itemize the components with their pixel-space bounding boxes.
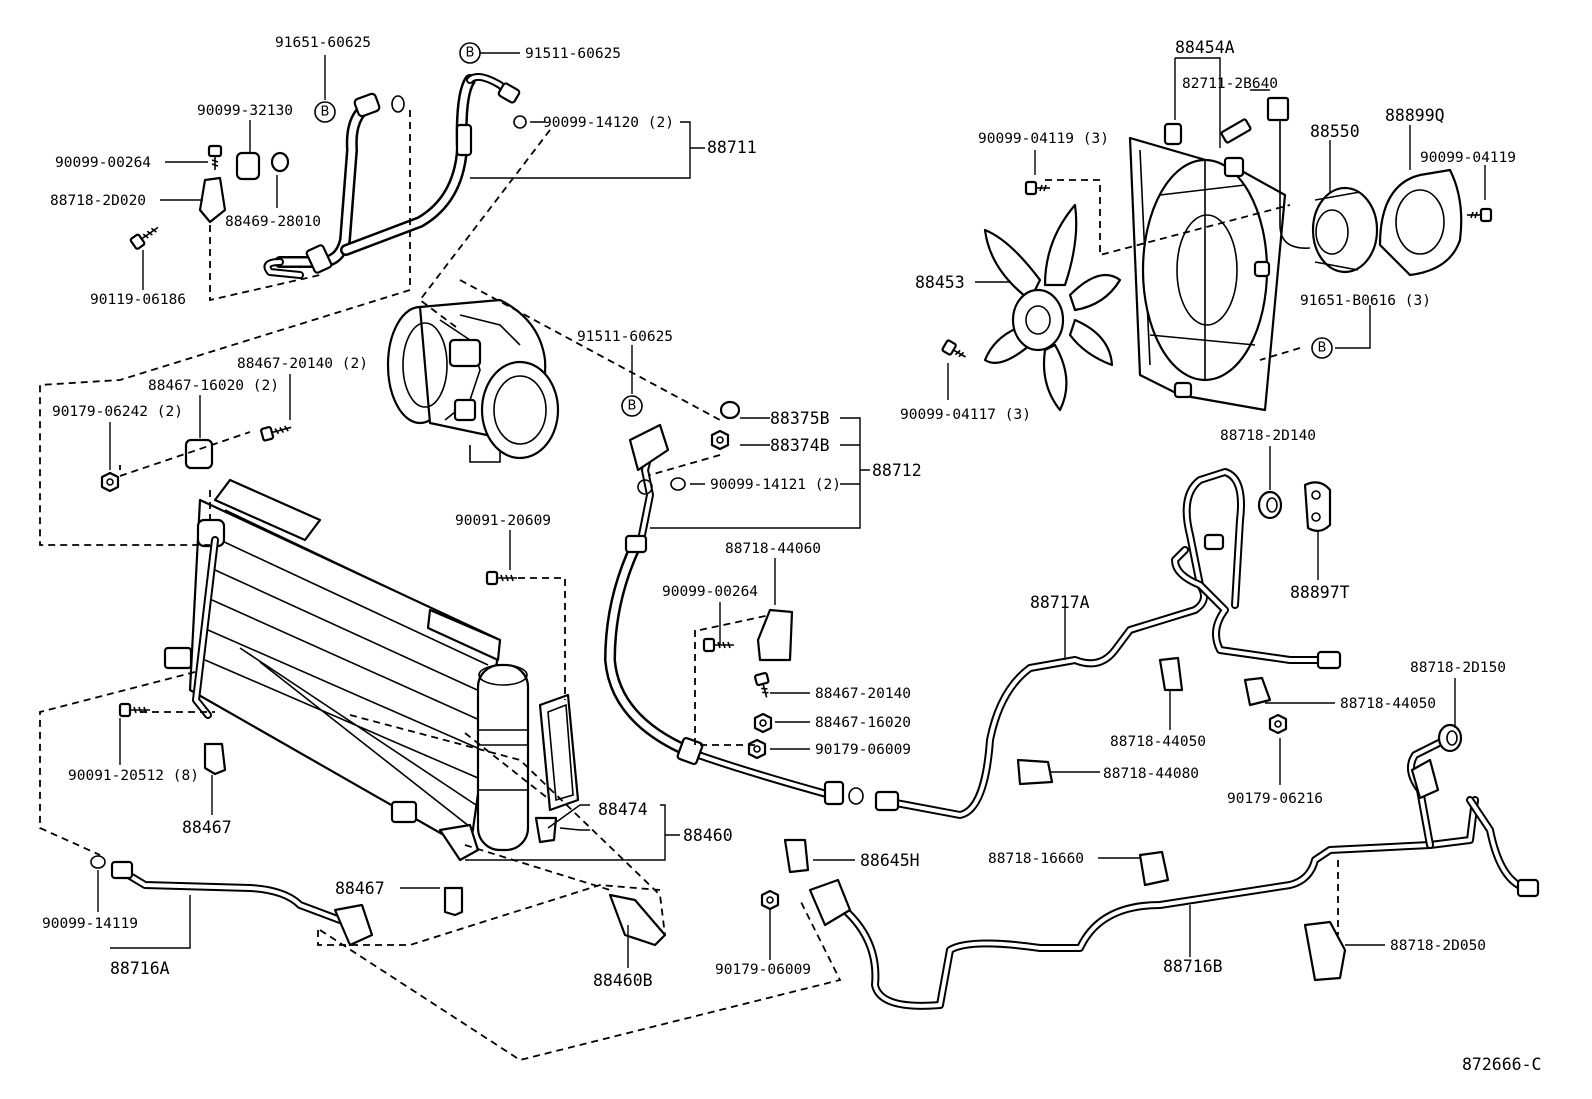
label-91511-60625-top: 91511-60625 (525, 46, 621, 62)
label-90091-20609: 90091-20609 (455, 513, 551, 529)
marker-b-4: B (1311, 337, 1333, 359)
label-88645H: 88645H (860, 851, 920, 870)
label-90099-32130: 90099-32130 (197, 103, 293, 119)
marker-b-1: B (314, 101, 336, 123)
label-91651-B0616: 91651-B0616 (3) (1300, 293, 1431, 309)
label-88467-b: 88467 (335, 879, 385, 898)
fan-shroud-88454A (1128, 122, 1287, 412)
svg-text:B: B (466, 46, 475, 61)
label-88716B: 88716B (1163, 957, 1223, 976)
svg-text:B: B (321, 105, 330, 120)
fan-motor-88550 (1220, 96, 1379, 274)
label-88467-20140-2: 88467-20140 (2) (237, 356, 368, 372)
label-88899Q: 88899Q (1385, 106, 1445, 125)
label-88717A: 88717A (1030, 593, 1090, 612)
label-88718-2D050: 88718-2D050 (1390, 938, 1486, 954)
label-90119-06186: 90119-06186 (90, 292, 186, 308)
label-88469-28010: 88469-28010 (225, 214, 321, 230)
svg-text:B: B (628, 399, 637, 414)
label-90179-06216: 90179-06216 (1227, 791, 1323, 807)
label-88374B: 88374B (770, 436, 830, 455)
label-88718-16660: 88718-16660 (988, 851, 1084, 867)
label-88718-44080: 88718-44080 (1103, 766, 1199, 782)
small-parts (90, 144, 1493, 982)
label-88467-a: 88467 (182, 818, 232, 837)
label-88718-44050-a: 88718-44050 (1110, 734, 1206, 750)
label-88718-44060: 88718-44060 (725, 541, 821, 557)
label-88897T: 88897T (1290, 583, 1350, 602)
label-90099-00264-mid: 90099-00264 (662, 584, 758, 600)
label-90179-06009-mid: 90179-06009 (815, 742, 911, 758)
label-82711-2B640: 82711-2B640 (1182, 76, 1278, 92)
pipe-88716A (110, 860, 374, 947)
compressor (386, 298, 560, 463)
label-90099-04119-3: 90099-04119 (3) (978, 131, 1109, 147)
label-88460: 88460 (683, 826, 733, 845)
label-88718-44050-b: 88718-44050 (1340, 696, 1436, 712)
label-90099-04117: 90099-04117 (3) (900, 407, 1031, 423)
label-90179-06242: 90179-06242 (2) (52, 404, 183, 420)
label-88474: 88474 (598, 800, 648, 819)
label-90099-14120: 90099-14120 (2) (543, 115, 674, 131)
label-88716A: 88716A (110, 959, 170, 978)
dashed-guides (39, 110, 1339, 1061)
discharge-hose-88711 (263, 72, 527, 279)
label-88718-2D140: 88718-2D140 (1220, 428, 1316, 444)
label-88454A: 88454A (1175, 38, 1235, 57)
figure-reference: 872666-C (1462, 1055, 1541, 1074)
svg-text:B: B (1318, 341, 1327, 356)
marker-b-3: B (621, 395, 643, 417)
label-90179-06009-bot: 90179-06009 (715, 962, 811, 978)
label-91651-60625: 91651-60625 (275, 35, 371, 51)
label-88375B: 88375B (770, 409, 830, 428)
condenser-88460 (163, 478, 502, 862)
fan-blade-88453 (983, 203, 1122, 412)
label-90099-14119: 90099-14119 (42, 916, 138, 932)
label-91511-60625-mid: 91511-60625 (577, 329, 673, 345)
label-90099-04119: 90099-04119 (1420, 150, 1516, 166)
leader-lines (97, 52, 1486, 968)
label-88712: 88712 (872, 461, 922, 480)
pipe-88716B (808, 736, 1540, 1010)
label-88550: 88550 (1310, 122, 1360, 141)
label-90099-14121: 90099-14121 (2) (710, 477, 841, 493)
label-88711: 88711 (707, 138, 757, 157)
marker-b-2: B (459, 42, 481, 64)
part-labels: 91651-60625 91511-60625 90099-32130 9009… (42, 35, 1541, 1074)
label-90091-20512: 90091-20512 (8) (68, 768, 199, 784)
label-88460B: 88460B (593, 971, 653, 990)
motor-bracket-88899Q (1378, 168, 1463, 277)
label-88467-16020-2: 88467-16020 (2) (148, 378, 279, 394)
label-88453: 88453 (915, 273, 965, 292)
label-88718-2D020: 88718-2D020 (50, 193, 146, 209)
label-88467-16020: 88467-16020 (815, 715, 911, 731)
receiver-dryer (476, 663, 580, 852)
label-88467-20140: 88467-20140 (815, 686, 911, 702)
label-90099-00264-top: 90099-00264 (55, 155, 151, 171)
liquid-pipe-88717A (874, 468, 1342, 819)
suction-hose-88712 (604, 423, 864, 806)
label-88718-2D150: 88718-2D150 (1410, 660, 1506, 676)
